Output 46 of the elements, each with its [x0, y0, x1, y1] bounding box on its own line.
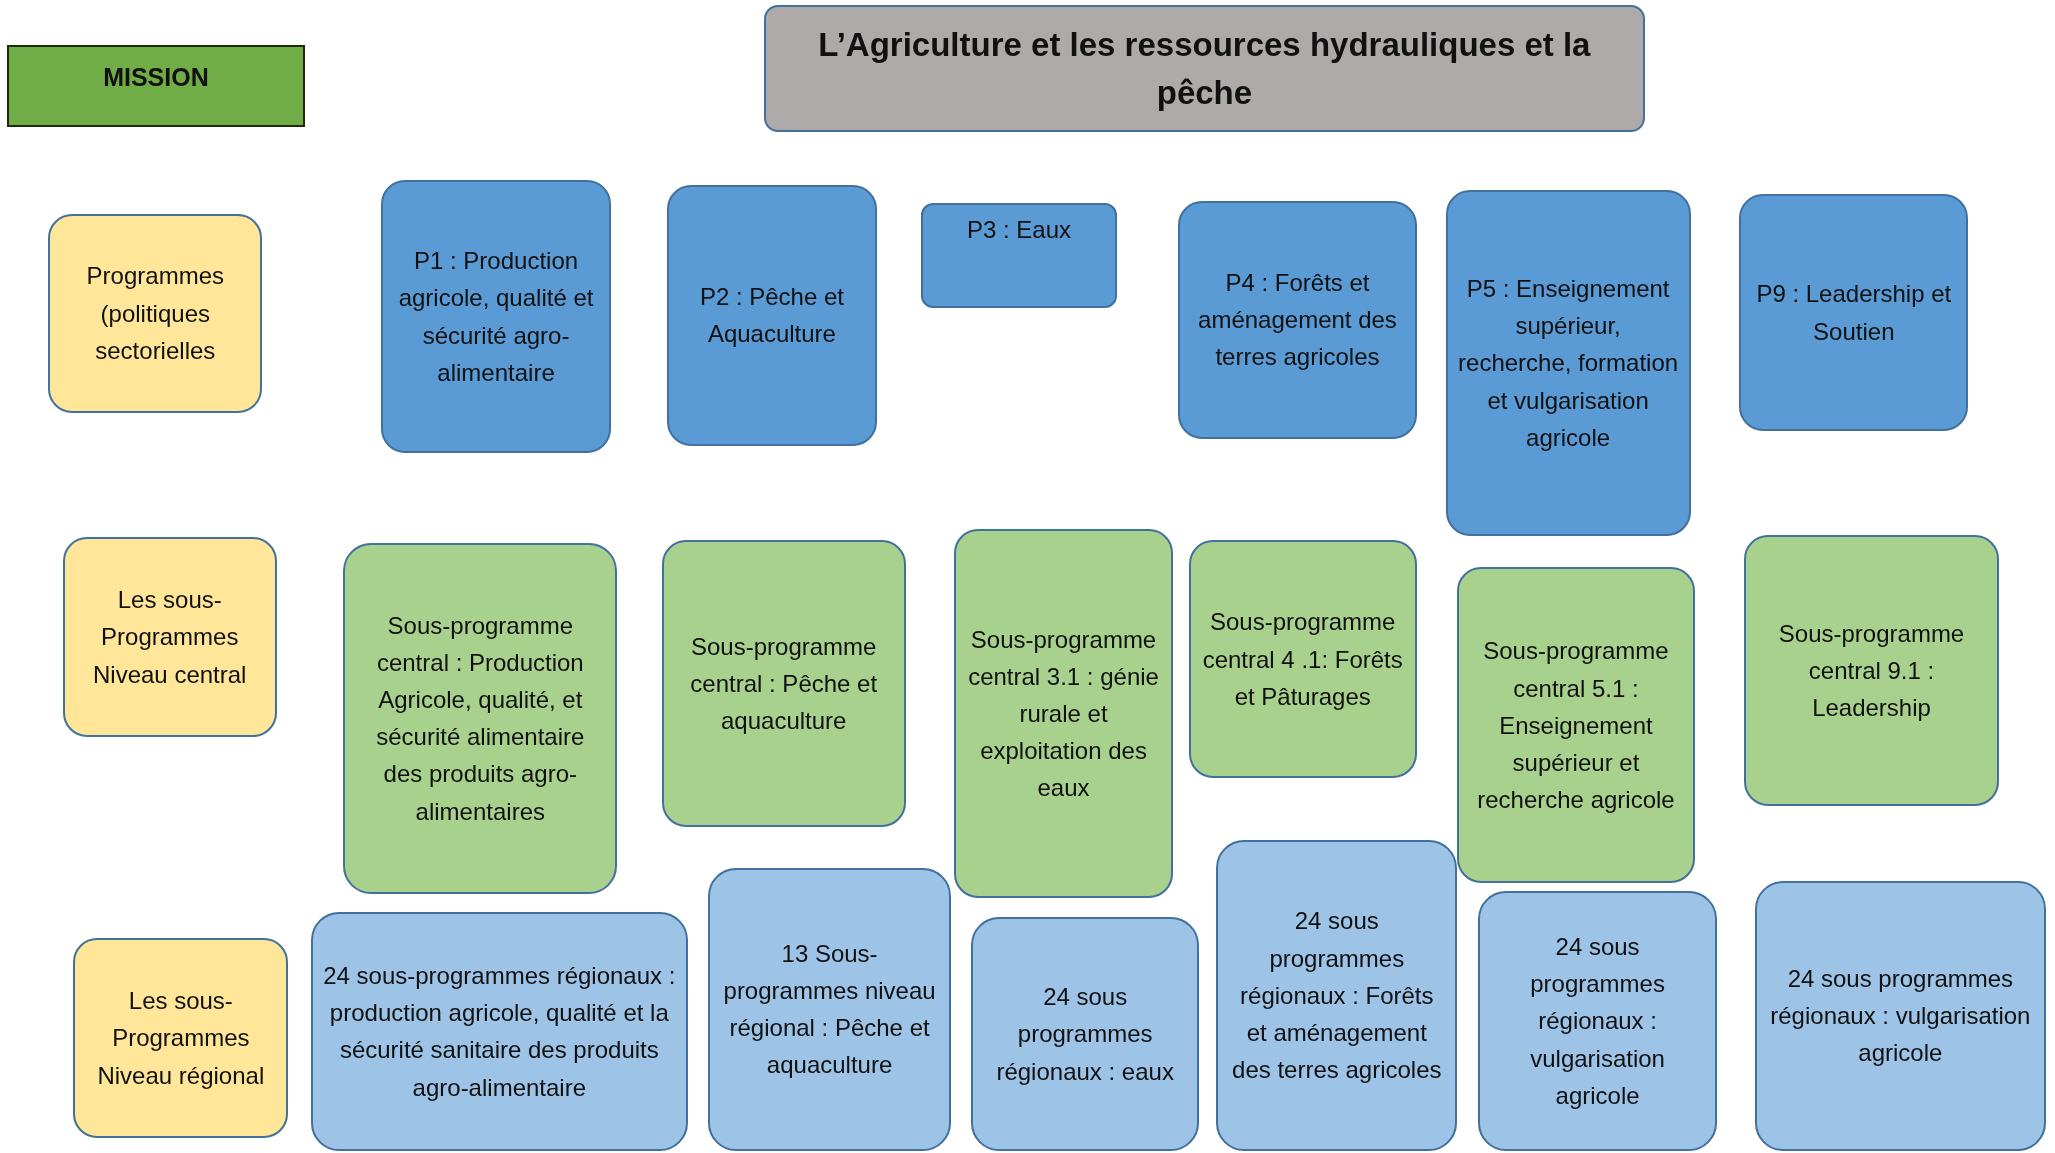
node-text: Sous-programme central 4 .1: Forêts et Pâturages: [1201, 607, 1404, 712]
program-box: [971, 917, 1200, 1151]
program-box: [381, 179, 611, 454]
row-header-box: [48, 213, 263, 413]
node-text: 24 sous programmes régionaux : vulgarisation agricole: [1769, 963, 2032, 1069]
node-text: P5 : Enseignement supérieur, recherche, formation et vulgarisation agricole: [1457, 274, 1679, 453]
node-text: Les sous-Programmes Niveau régional: [96, 986, 266, 1091]
program-box: [667, 184, 877, 446]
program-box: [661, 539, 906, 827]
node-text: Programmes (politiques sectorielles: [85, 261, 225, 366]
node-text: P2 : Pêche et Aquaculture: [698, 282, 845, 350]
node-text: 24 sous-programmes régionaux : production agricole, qualité et la sécurité sanitaire des produits agro-alimentaire: [322, 961, 677, 1103]
title-box: [764, 5, 1645, 133]
program-box: [1478, 891, 1717, 1151]
program-box: [1754, 880, 2046, 1151]
program-box: [1216, 840, 1458, 1151]
node-text: 24 sous programmes régionaux : Forêts et aménagement des terres agricoles: [1231, 906, 1443, 1086]
program-box: [707, 867, 952, 1151]
node-text: L’Agriculture et les ressources hydrauliques et la pêche: [817, 24, 1592, 113]
node-text: Sous-programme central 9.1 : Leadership: [1777, 618, 1966, 723]
program-box: [1188, 539, 1417, 779]
program-box: [1457, 567, 1695, 884]
node-text: Sous-programme central 5.1 : Enseignement supérieur et recherche agricole: [1476, 636, 1676, 816]
node-text: MISSION: [103, 61, 209, 93]
node-text: Les sous-Programmes Niveau central: [92, 585, 248, 690]
node-text: P3 : Eaux: [966, 215, 1071, 246]
node-text: 24 sous programmes régionaux : eaux: [995, 982, 1175, 1087]
mission-box: [6, 44, 306, 128]
node-text: P4 : Forêts et aménagement des terres agricoles: [1197, 268, 1398, 373]
program-box: [343, 542, 618, 894]
node-text: P9 : Leadership et Soutien: [1755, 279, 1953, 347]
node-text: Sous-programme central : Pêche et aquaculture: [689, 631, 879, 737]
program-box: [921, 203, 1117, 308]
node-text: Sous-programme central : Production Agricole, qualité, et sécurité alimentaire des produits agro-alimentaires: [375, 610, 586, 827]
program-box: [1178, 200, 1417, 440]
program-box: [954, 529, 1173, 898]
program-box: [1445, 190, 1691, 536]
program-box: [310, 912, 689, 1151]
node-text: 24 sous programmes régionaux : vulgarisation agricole: [1529, 931, 1666, 1111]
row-header-box: [62, 537, 277, 737]
node-text: Sous-programme central 3.1 : génie rurale et exploitation des eaux: [967, 624, 1160, 804]
node-text: P1 : Production agricole, qualité et sécurité agro-alimentaire: [397, 246, 595, 388]
program-box: [1744, 534, 1999, 806]
program-box: [1739, 193, 1969, 432]
row-header-box: [73, 938, 289, 1138]
node-text: 13 Sous-programmes niveau régional : Pêche et aquaculture: [722, 938, 937, 1081]
